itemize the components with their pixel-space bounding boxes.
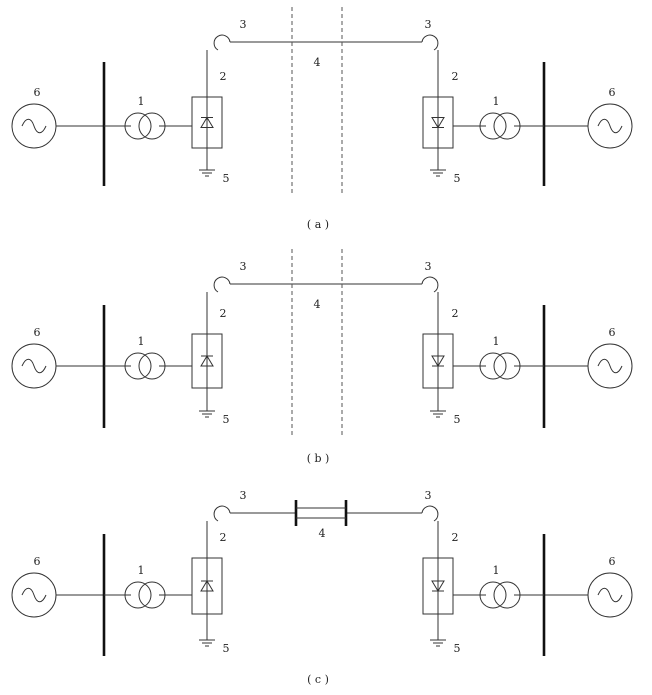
reactor-coil xyxy=(213,505,231,522)
generator-wave xyxy=(21,587,47,603)
transformer-winding-secondary xyxy=(493,112,521,140)
label-transformer-right: 1 xyxy=(493,564,500,577)
transformer-winding-secondary xyxy=(493,352,521,380)
label-ground-right: 5 xyxy=(454,172,461,185)
label-generator-right: 6 xyxy=(609,555,616,568)
diode-triangle xyxy=(200,116,214,128)
generator-wave xyxy=(21,358,47,374)
panel-c: 6 6 1 1 2 2 3 3 4 5 5 ( c ) xyxy=(11,489,633,686)
label-transformer-right: 1 xyxy=(493,95,500,108)
ground-icon xyxy=(430,410,446,418)
diode-triangle xyxy=(200,580,214,592)
transformer-winding-primary xyxy=(124,352,152,380)
diode-triangle xyxy=(431,355,445,367)
label-generator-left: 6 xyxy=(34,555,41,568)
generator-icon xyxy=(587,103,633,149)
label-ground-left: 5 xyxy=(223,172,230,185)
label-converter-left: 2 xyxy=(220,307,227,320)
panel-caption: ( a ) xyxy=(307,218,329,231)
label-dc-line: 4 xyxy=(319,527,326,540)
label-reactor-right: 3 xyxy=(425,260,432,273)
smoothing-reactor-icon xyxy=(421,505,439,522)
generator-wave xyxy=(597,587,623,603)
label-transformer-left: 1 xyxy=(138,95,145,108)
reactor-coil xyxy=(421,34,439,51)
transformer-winding-primary xyxy=(124,112,152,140)
generator-wave xyxy=(597,118,623,134)
diode-triangle xyxy=(431,580,445,592)
generator-icon xyxy=(11,343,57,389)
smoothing-reactor-icon xyxy=(213,505,231,522)
generator-wave xyxy=(597,358,623,374)
ground-icon xyxy=(199,639,215,647)
generator-wave xyxy=(21,118,47,134)
ground-icon xyxy=(199,169,215,177)
panel-b: 6 6 1 1 2 2 3 3 4 5 5 ( b ) xyxy=(11,249,633,465)
label-reactor-left: 3 xyxy=(240,260,247,273)
smoothing-reactor-icon xyxy=(421,34,439,51)
panel-a: 6 6 1 1 2 2 3 3 4 5 5 ( a ) xyxy=(11,7,633,231)
label-reactor-left: 3 xyxy=(240,18,247,31)
label-reactor-right: 3 xyxy=(425,18,432,31)
label-transformer-left: 1 xyxy=(138,564,145,577)
generator-icon xyxy=(587,572,633,618)
label-dc-line: 4 xyxy=(314,56,321,69)
label-ground-right: 5 xyxy=(454,413,461,426)
label-converter-right: 2 xyxy=(452,307,459,320)
diode-triangle xyxy=(200,355,214,367)
transformer-winding-primary xyxy=(124,581,152,609)
ground-icon xyxy=(430,639,446,647)
generator-icon xyxy=(587,343,633,389)
rectifier-icon xyxy=(191,96,223,149)
ground-icon xyxy=(199,410,215,418)
label-ground-left: 5 xyxy=(223,642,230,655)
reactor-coil xyxy=(421,276,439,293)
panel-caption: ( c ) xyxy=(307,673,329,686)
label-converter-right: 2 xyxy=(452,70,459,83)
label-transformer-right: 1 xyxy=(493,335,500,348)
label-converter-left: 2 xyxy=(220,70,227,83)
diode-triangle xyxy=(431,117,445,129)
ground-icon xyxy=(430,169,446,177)
rectifier-icon xyxy=(191,333,223,389)
smoothing-reactor-icon xyxy=(213,34,231,51)
generator-icon xyxy=(11,572,57,618)
reactor-coil xyxy=(213,276,231,293)
label-transformer-left: 1 xyxy=(138,335,145,348)
label-generator-left: 6 xyxy=(34,326,41,339)
panel-caption: ( b ) xyxy=(307,452,330,465)
label-ground-right: 5 xyxy=(454,642,461,655)
transformer-winding-secondary xyxy=(493,581,521,609)
smoothing-reactor-icon xyxy=(421,276,439,293)
label-generator-left: 6 xyxy=(34,86,41,99)
rectifier-icon xyxy=(191,557,223,615)
inverter-icon xyxy=(422,96,454,149)
label-generator-right: 6 xyxy=(609,86,616,99)
label-dc-line: 4 xyxy=(314,298,321,311)
reactor-coil xyxy=(421,505,439,522)
inverter-icon xyxy=(422,557,454,615)
label-generator-right: 6 xyxy=(609,326,616,339)
label-ground-left: 5 xyxy=(223,413,230,426)
reactor-coil xyxy=(213,34,231,51)
label-reactor-right: 3 xyxy=(425,489,432,502)
label-reactor-left: 3 xyxy=(240,489,247,502)
label-converter-right: 2 xyxy=(452,531,459,544)
smoothing-reactor-icon xyxy=(213,276,231,293)
label-converter-left: 2 xyxy=(220,531,227,544)
generator-icon xyxy=(11,103,57,149)
inverter-icon xyxy=(422,333,454,389)
